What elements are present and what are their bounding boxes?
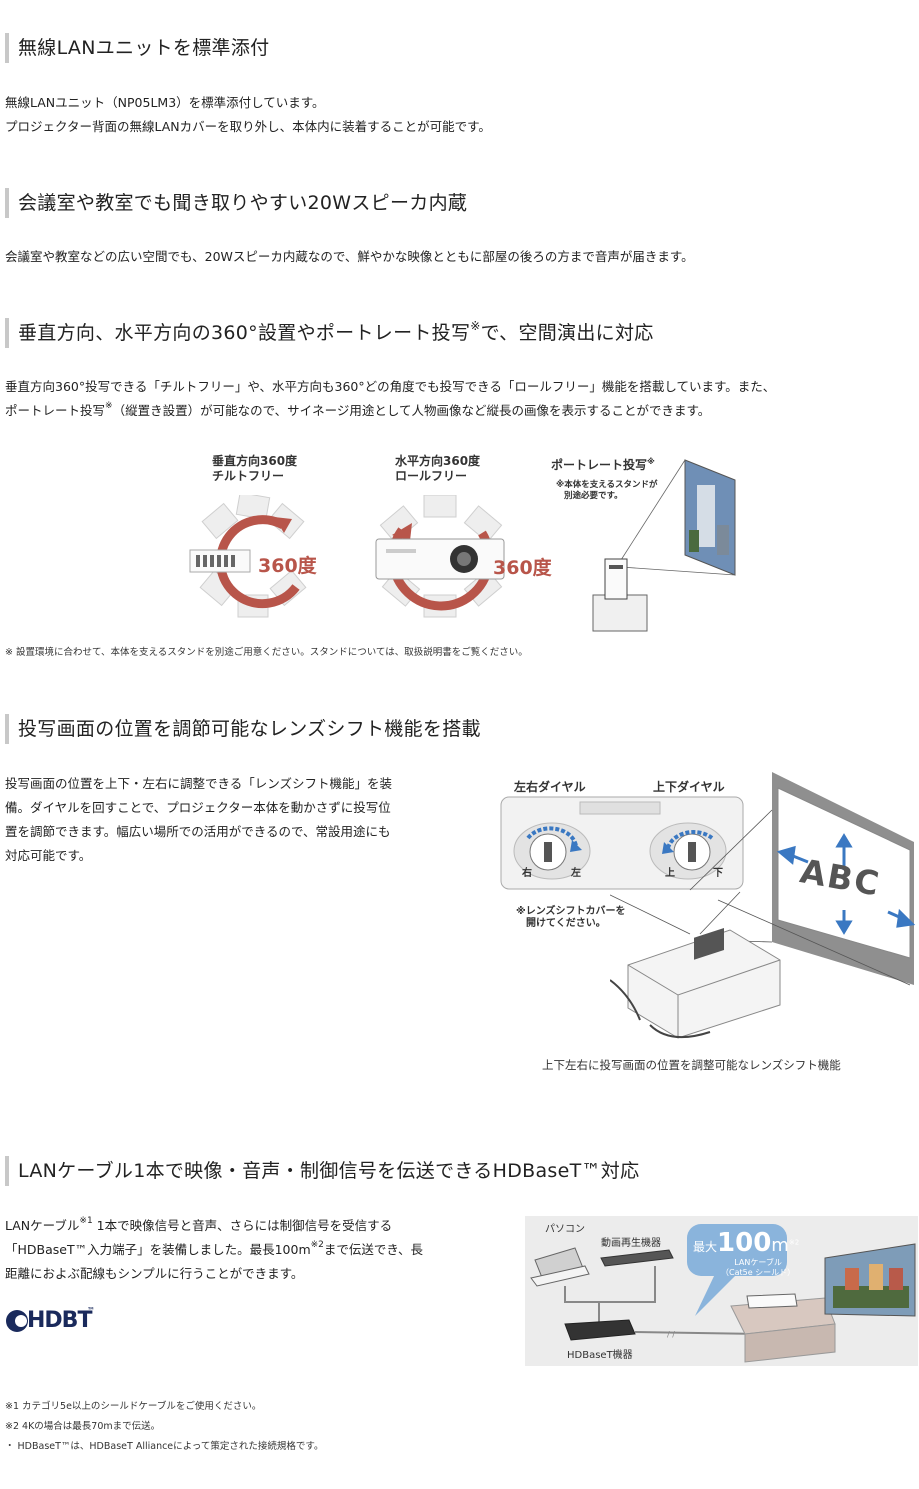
- tilt-degree-label: 360度: [258, 555, 317, 577]
- footnote-mark: ※2: [788, 1238, 800, 1247]
- dial-down-label: 下: [713, 868, 723, 879]
- section-text-360: 垂直方向360°投写できる「チルトフリー」や、水平方向も360°どの角度でも投写…: [5, 375, 775, 423]
- note-line: ※本体を支えるスタンドが: [556, 480, 658, 490]
- footnote-mark: ※2: [310, 1240, 324, 1250]
- note-line: 別途必要です。: [564, 491, 623, 501]
- roll-free-illustration: [375, 495, 505, 618]
- label-line: 垂直方向360度: [212, 454, 298, 468]
- hdbaset-logo-text: HDBT: [27, 1308, 92, 1333]
- note-line: 開けてください。: [526, 918, 606, 929]
- section-text-lens-shift: 投写画面の位置を上下・左右に調整できる「レンズシフト機能」を装 備。ダイヤルを回…: [5, 772, 392, 868]
- text-line: 投写画面の位置を上下・左右に調整できる「レンズシフト機能」を装: [5, 776, 393, 791]
- lens-shift-caption: 上下左右に投写画面の位置を調整可能なレンズシフト機能: [542, 1058, 841, 1072]
- portrait-stand-note: ※本体を支えるスタンドが 別途必要です。: [556, 480, 658, 502]
- dial-right-label: 右: [522, 868, 532, 879]
- hdbaset-diagram-drawing: / /: [530, 1224, 916, 1363]
- badge-max: 最大: [693, 1240, 718, 1254]
- section-heading-hdbaset: LANケーブル1本で映像・音声・制御信号を伝送できるHDBaseT™対応: [5, 1156, 639, 1186]
- section-text-hdbaset: LANケーブル※1 1本で映像信号と音声、さらには制御信号を受信する 「HDBa…: [5, 1214, 423, 1286]
- text-span: 「HDBaseT™入力端子」を装備しました。最長100m: [5, 1242, 311, 1257]
- roll-label: 水平方向360度 ロールフリー: [395, 454, 480, 484]
- dial-up-label: 上: [665, 868, 675, 879]
- diagram-distance-badge: 最大100m※2: [693, 1228, 799, 1258]
- label-line: チルトフリー: [212, 469, 285, 483]
- note-line: ※2 4Kの場合は最長70mまで伝送。: [5, 1421, 161, 1432]
- diagram-player-label: 動画再生機器: [601, 1238, 661, 1249]
- section-text-speaker: 会議室や教室などの広い空間でも、20Wスピーカ内蔵なので、鮮やかな映像とともに部…: [5, 245, 694, 269]
- svg-text:/ /: / /: [667, 1330, 675, 1339]
- section-heading-360: 垂直方向、水平方向の360°設置やポートレート投写※で、空間演出に対応: [5, 318, 654, 348]
- tilt-free-illustration: [189, 495, 307, 618]
- text-line: 距離におよぶ配線もシンプルに行うことができます。: [5, 1266, 304, 1281]
- section-text-wireless-lan: 無線LANユニット（NP05LM3）を標準添付しています。 プロジェクター背面の…: [5, 91, 491, 139]
- tilt-label: 垂直方向360度 チルトフリー: [212, 454, 297, 484]
- hdbaset-logo-tm: ™: [87, 1306, 95, 1315]
- section-note-stand: ※ 設置環境に合わせて、本体を支えるスタンドを別途ご用意ください。スタンドについ…: [5, 647, 528, 658]
- section-heading-speaker: 会議室や教室でも聞き取りやすい20Wスピーカ内蔵: [5, 188, 467, 218]
- dial-panel-illustration: [500, 796, 744, 890]
- projector-screen-illustration: [610, 772, 916, 1039]
- label-line: LANケーブル: [734, 1258, 782, 1267]
- note-line: ※レンズシフトカバーを: [516, 906, 626, 917]
- footnote-mark: ※1: [79, 1216, 93, 1226]
- text-line: LANケーブル※1 1本で映像信号と音声、さらには制御信号を受信する: [5, 1214, 423, 1238]
- note-line: ※1 カテゴリ5e以上のシールドケーブルをご使用ください。: [5, 1401, 262, 1412]
- label-line: （Cat5e シールド）: [721, 1268, 796, 1277]
- portrait-label: ポートレート投写※: [551, 454, 655, 473]
- diagram-cable-label: LANケーブル （Cat5e シールド）: [721, 1258, 795, 1278]
- diagram-hdbaset-device-label: HDBaseT機器: [567, 1350, 633, 1361]
- text-span: まで伝送でき、長: [323, 1242, 424, 1257]
- label-text: ポートレート投写: [551, 458, 648, 472]
- heading-text: で、空間演出に対応: [480, 322, 654, 344]
- badge-distance: 100: [717, 1228, 772, 1258]
- text-line: 無線LANユニット（NP05LM3）を標準添付しています。: [5, 95, 325, 110]
- diagram-pc-label: パソコン: [545, 1224, 585, 1235]
- section-heading-wireless-lan: 無線LANユニットを標準添付: [5, 33, 269, 63]
- text-line: 「HDBaseT™入力端子」を装備しました。最長100m※2まで伝送でき、長: [5, 1238, 423, 1262]
- text-line: 置を調節できます。幅広い場所での活用ができるので、常設用途にも: [5, 824, 391, 839]
- hdbaset-logo-mark-icon: [6, 1310, 28, 1332]
- text-line: ポートレート投写※（縦置き設置）が可能なので、サイネージ用途として人物画像など縦…: [5, 399, 775, 423]
- text-line: 会議室や教室などの広い空間でも、20Wスピーカ内蔵なので、鮮やかな映像とともに部…: [5, 249, 694, 264]
- footnote-mark: ※: [647, 457, 655, 466]
- text-span: ポートレート投写: [5, 403, 106, 418]
- section-notes-hdbaset: ※1 カテゴリ5e以上のシールドケーブルをご使用ください。 ※2 4Kの場合は最…: [5, 1397, 323, 1457]
- lens-cover-note: ※レンズシフトカバーを 開けてください。: [516, 906, 626, 930]
- portrait-illustration: [592, 459, 736, 632]
- label-line: ロールフリー: [395, 469, 468, 483]
- heading-text: 垂直方向、水平方向の360°設置やポートレート投写: [18, 322, 471, 344]
- roll-degree-label: 360度: [493, 557, 552, 579]
- text-line: 備。ダイヤルを回すことで、プロジェクター本体を動かさずに投写位: [5, 800, 391, 815]
- footnote-mark: ※: [470, 319, 481, 333]
- dial-left-label: 左: [571, 868, 581, 879]
- text-line: 垂直方向360°投写できる「チルトフリー」や、水平方向も360°どの角度でも投写…: [5, 379, 776, 394]
- dial-ud-label: 上下ダイヤル: [653, 780, 725, 794]
- badge-unit: m: [771, 1235, 789, 1256]
- figure-hdbaset-diagram: / / パソコン 動画再生機器 最大100m※2 LANケーブル （Cat5e …: [525, 1216, 918, 1366]
- dial-lr-label: 左右ダイヤル: [514, 780, 586, 794]
- text-line: プロジェクター背面の無線LANカバーを取り外し、本体内に装着することが可能です。: [5, 119, 491, 134]
- text-span: LANケーブル: [5, 1218, 80, 1233]
- text-span: 1本で映像信号と音声、さらには制御信号を受信する: [92, 1218, 393, 1233]
- text-span: （縦置き設置）が可能なので、サイネージ用途として人物画像など縦長の画像を表示する…: [112, 403, 711, 418]
- label-line: 水平方向360度: [395, 454, 481, 468]
- footnote-mark: ※: [105, 401, 113, 411]
- note-line: ・ HDBaseT™は、HDBaseT Allianceによって策定された接続規…: [5, 1441, 324, 1452]
- section-heading-lens-shift: 投写画面の位置を調節可能なレンズシフト機能を搭載: [5, 714, 481, 744]
- text-line: 対応可能です。: [5, 848, 92, 863]
